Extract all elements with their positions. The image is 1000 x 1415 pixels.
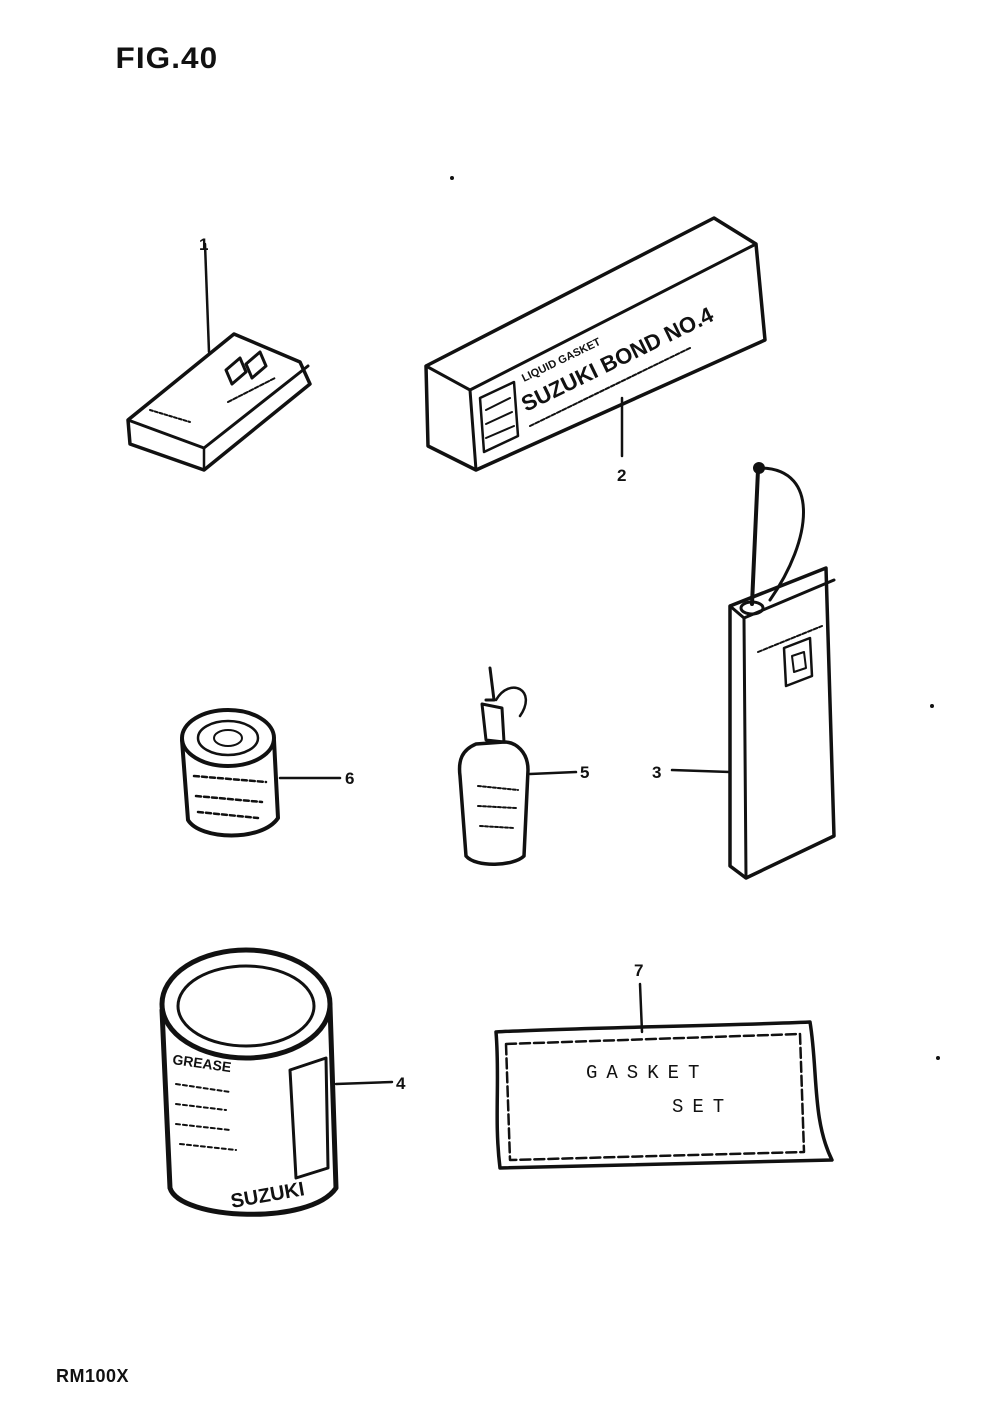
figure-title: FIG.40 xyxy=(115,42,219,75)
callout-6: 6 xyxy=(345,769,354,788)
part-4-grease-can: GREASE SUZUKI xyxy=(159,947,394,1217)
part-7-gasket-set: GASKET SET xyxy=(494,982,834,1170)
gasket-set-line-1: GASKET xyxy=(586,1062,708,1084)
part-5-bottle xyxy=(457,666,578,866)
callout-1: 1 xyxy=(199,235,208,254)
callout-7: 7 xyxy=(634,961,643,980)
part-3-oil-can xyxy=(670,462,836,880)
gasket-set-line-2: SET xyxy=(672,1096,733,1118)
bond-box-line-2: SUZUKI BOND NO.4 xyxy=(517,302,718,417)
suzuki-logo-icon xyxy=(224,350,268,386)
part-6-small-can xyxy=(180,708,342,838)
model-label: RM100X xyxy=(56,1366,130,1386)
callout-4: 4 xyxy=(396,1074,406,1093)
scan-specks xyxy=(450,176,940,1060)
part-1-box xyxy=(126,242,312,472)
callout-3: 3 xyxy=(652,763,661,782)
callout-2: 2 xyxy=(617,466,626,485)
callout-5: 5 xyxy=(580,763,589,782)
part-2-bond-box: LIQUID GASKET SUZUKI BOND NO.4 xyxy=(424,216,767,472)
